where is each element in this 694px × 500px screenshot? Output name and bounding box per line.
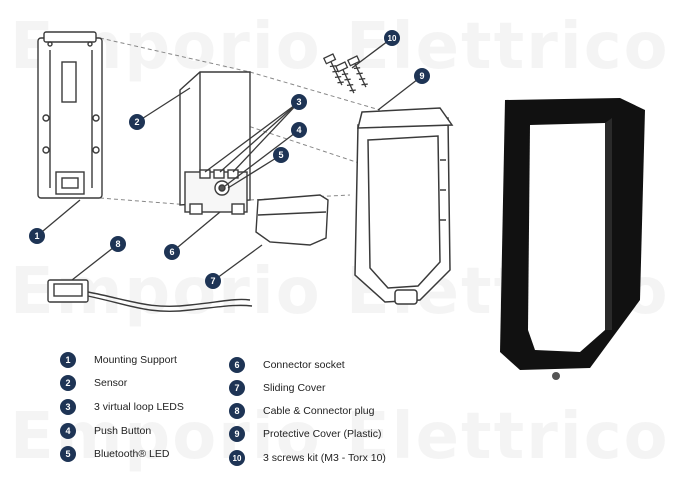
- legend-badge: 4: [60, 423, 76, 439]
- protective-cover-drawing: [354, 107, 454, 305]
- callout-7: 7: [205, 273, 221, 289]
- sensor-drawing: [179, 71, 251, 215]
- legend-label: Connector socket: [263, 359, 345, 371]
- legend-label: Cable & Connector plug: [263, 405, 375, 417]
- leader-lines: [36, 37, 423, 282]
- callout-5: 5: [273, 147, 289, 163]
- mounting-support-drawing: [37, 31, 103, 199]
- legend-item-5: 5 Bluetooth® LED: [60, 445, 169, 463]
- callout-8: 8: [110, 236, 126, 252]
- legend-badge: 7: [229, 380, 245, 396]
- svg-text:1: 1: [34, 231, 39, 241]
- legend-label: Bluetooth® LED: [94, 448, 170, 460]
- svg-text:7: 7: [210, 276, 215, 286]
- callout-4: 4: [291, 122, 307, 138]
- screws-drawing: [322, 53, 368, 94]
- legend-badge: 9: [229, 426, 245, 442]
- callout-3: 3: [291, 94, 307, 110]
- callout-9: 9: [414, 68, 430, 84]
- callout-6: 6: [164, 244, 180, 260]
- legend-badge: 5: [60, 446, 76, 462]
- legend-badge: 1: [60, 352, 76, 368]
- legend-item-4: 4 Push Button: [60, 422, 151, 440]
- svg-text:4: 4: [296, 125, 301, 135]
- cable-plug-drawing: [47, 279, 253, 313]
- svg-text:9: 9: [419, 71, 424, 81]
- legend-item-1: 1 Mounting Support: [60, 351, 177, 369]
- callout-2: 2: [129, 114, 145, 130]
- legend-badge: 2: [60, 375, 76, 391]
- legend-item-7: 7 Sliding Cover: [229, 379, 325, 397]
- svg-text:8: 8: [115, 239, 120, 249]
- legend-item-2: 2 Sensor: [60, 374, 127, 392]
- legend-label: 3 screws kit (M3 - Torx 10): [263, 452, 386, 464]
- legend-label: Push Button: [94, 425, 152, 437]
- legend-item-9: 9 Protective Cover (Plastic): [229, 425, 381, 443]
- svg-text:5: 5: [278, 150, 283, 160]
- svg-text:6: 6: [169, 247, 174, 257]
- legend-item-10: 10 3 screws kit (M3 - Torx 10): [229, 449, 386, 467]
- watermark: Emporio Elettrico: [10, 400, 670, 474]
- callout-badges: 1 2 3 4 5 6 7 8 9 10: [29, 30, 430, 289]
- black-cover-photo: [500, 98, 645, 380]
- legend-label: Mounting Support: [94, 354, 177, 366]
- svg-text:2: 2: [134, 117, 139, 127]
- svg-text:10: 10: [388, 34, 397, 43]
- legend-badge: 3: [60, 399, 76, 415]
- svg-text:3: 3: [296, 97, 301, 107]
- legend-label: 3 virtual loop LEDS: [94, 401, 184, 413]
- callout-1: 1: [29, 228, 45, 244]
- legend-label: Sensor: [94, 377, 128, 389]
- legend-badge: 10: [229, 450, 245, 466]
- sliding-cover-drawing: [255, 194, 329, 246]
- legend-item-3: 3 3 virtual loop LEDS: [60, 398, 184, 416]
- legend-item-6: 6 Connector socket: [229, 356, 345, 374]
- legend-item-8: 8 Cable & Connector plug: [229, 402, 375, 420]
- legend-badge: 8: [229, 403, 245, 419]
- legend-badge: 6: [229, 357, 245, 373]
- callout-10: 10: [384, 30, 400, 46]
- legend-label: Protective Cover (Plastic): [263, 428, 382, 440]
- legend-label: Sliding Cover: [263, 382, 326, 394]
